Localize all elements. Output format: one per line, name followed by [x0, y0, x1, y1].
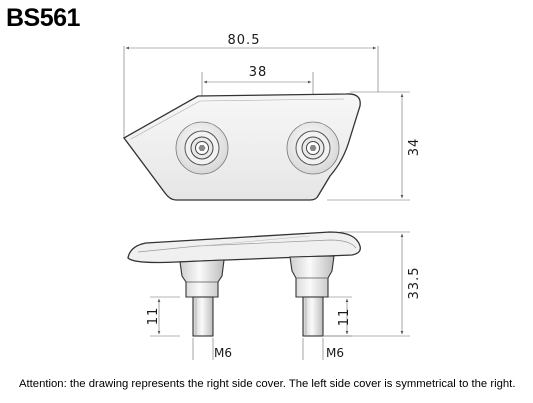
dim-height: 34	[407, 138, 422, 157]
mount-boss-left	[175, 121, 229, 175]
dim-stud-length-left: 11	[146, 307, 161, 326]
stud-right	[289, 255, 335, 337]
dim-stud-length-right: 11	[337, 308, 352, 327]
stud-left	[179, 259, 225, 337]
top-view: 80.5 38 34	[123, 33, 422, 201]
dim-thread-left: M6	[214, 346, 232, 360]
dim-hole-spacing: 38	[249, 65, 268, 80]
dim-overall-width: 80.5	[228, 33, 261, 48]
dim-total-height: 33.5	[407, 267, 422, 300]
cover-plate-outline	[123, 93, 361, 201]
side-view: 33.5 11 11 M6 M6	[127, 231, 422, 360]
footer-note: Attention: the drawing represents the ri…	[19, 378, 516, 390]
dim-thread-right: M6	[326, 346, 344, 360]
mount-boss-right	[286, 121, 340, 175]
cover-side-profile	[127, 231, 361, 264]
product-code: BS561	[6, 4, 80, 32]
